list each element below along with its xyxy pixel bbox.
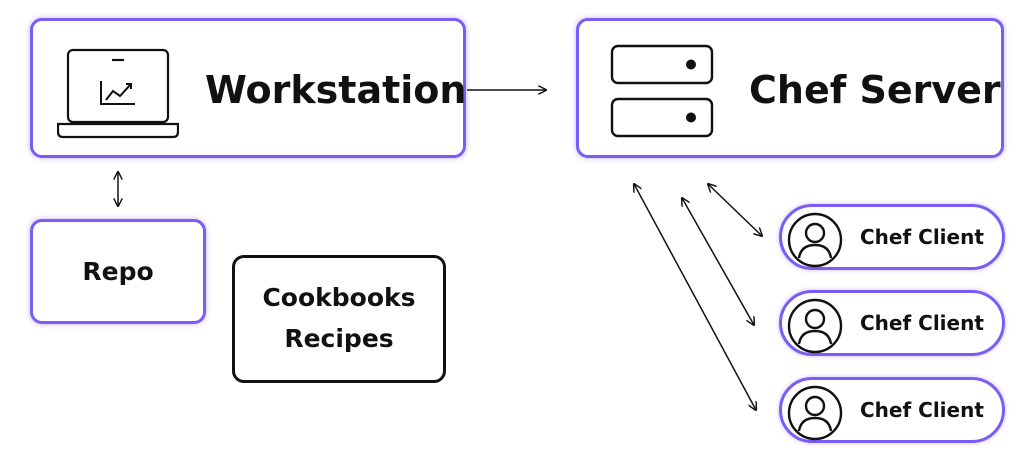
chef-client-label: Chef Client (860, 311, 984, 335)
laptop-chart-icon (57, 48, 179, 139)
chef-client-label: Chef Client (860, 398, 984, 422)
repo-node[interactable]: Repo (30, 219, 206, 324)
workstation-label: Workstation (205, 68, 467, 112)
user-icon (787, 385, 843, 441)
chef-client-node[interactable]: Chef Client (779, 377, 1005, 443)
cookbooks-label: Cookbooks (262, 283, 416, 312)
chef-client-node[interactable]: Chef Client (779, 204, 1005, 270)
repo-label: Repo (82, 257, 154, 286)
chef-server-node[interactable]: Chef Server (576, 18, 1004, 158)
chef-client-node[interactable]: Chef Client (779, 290, 1005, 356)
chef-server-label: Chef Server (749, 68, 1001, 112)
recipes-label: Recipes (284, 324, 394, 353)
server-client-1-arrow (708, 184, 762, 236)
chef-client-label: Chef Client (860, 225, 984, 249)
server-rack-icon (610, 44, 714, 138)
server-client-3-arrow (634, 184, 756, 410)
user-icon (787, 298, 843, 354)
user-icon (787, 212, 843, 268)
cookbooks-recipes-node[interactable]: Cookbooks Recipes (232, 255, 446, 383)
workstation-node[interactable]: Workstation (30, 18, 466, 158)
